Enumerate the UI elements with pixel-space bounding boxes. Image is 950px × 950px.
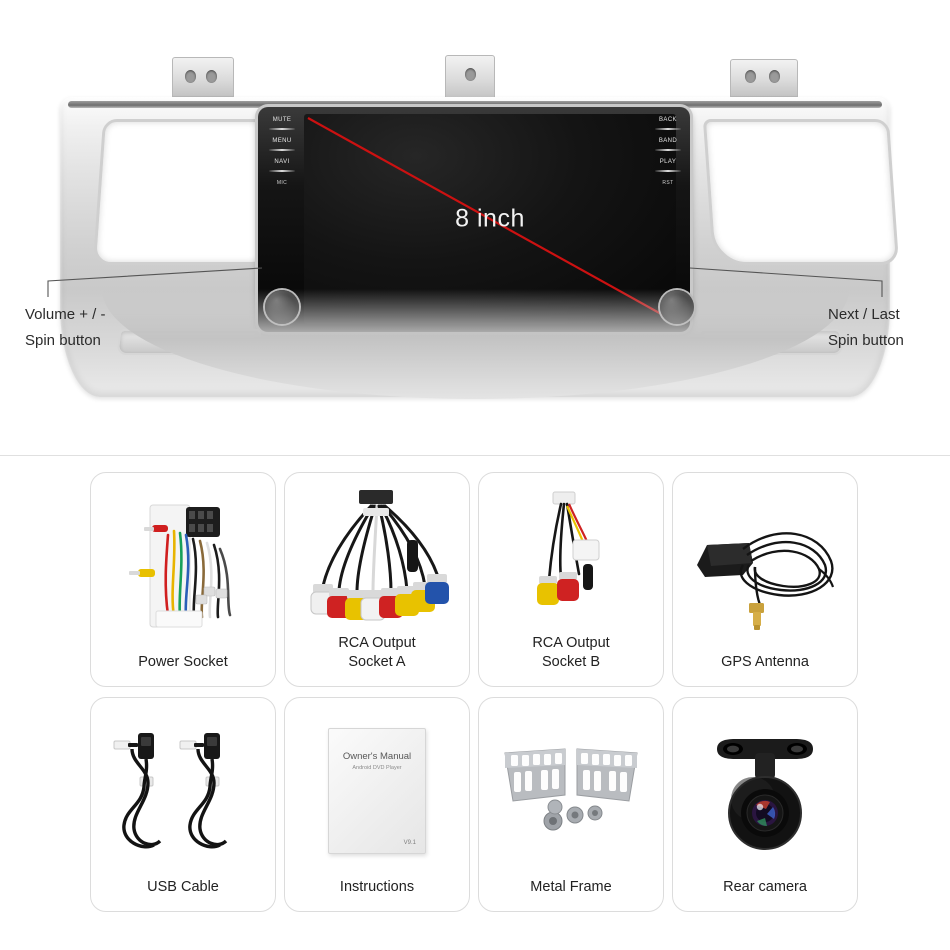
hardkey-column-left: MUTE MENU NAVI MIC (264, 117, 300, 188)
accessory-label: Power Socket (138, 654, 228, 670)
mount-hole (185, 70, 196, 83)
hardkey-band[interactable]: BAND (658, 138, 678, 144)
callout-volume: Volume + / - Spin button (25, 302, 105, 354)
accessory-card-usb-cable[interactable]: USB Cable (90, 697, 276, 912)
fascia-opening-right (702, 119, 900, 265)
screen-size-label: 8 inch (455, 204, 525, 233)
power-socket-image (91, 473, 275, 653)
metal-frame-image (479, 698, 663, 878)
gps-antenna-image (673, 473, 857, 653)
fascia-pocket-right (698, 329, 844, 355)
accessory-label: GPS Antenna (721, 654, 809, 670)
accessory-card-instructions[interactable]: Owner's Manual Android DVD Player V9.1 I… (284, 697, 470, 912)
rca-socket-b-image (479, 473, 663, 634)
fascia-chrome-strip (68, 101, 882, 108)
manual-subtitle: Android DVD Player (352, 765, 402, 771)
accessory-card-rear-camera[interactable]: Rear camera (672, 697, 858, 912)
callout-volume-line2: Spin button (25, 332, 101, 349)
hardkey-navi[interactable]: NAVI (274, 159, 290, 165)
accessory-card-rca-socket-a[interactable]: RCA Output Socket A (284, 472, 470, 687)
mount-hole (745, 70, 756, 83)
mount-hole (206, 70, 217, 83)
accessory-label: Instructions (339, 879, 415, 895)
mount-hole (465, 68, 476, 81)
fascia-pocket-left (116, 329, 262, 355)
mounting-screws (543, 799, 603, 831)
next-last-spin-knob[interactable] (660, 290, 694, 324)
hardkey-divider (269, 128, 295, 130)
hardkey-play[interactable]: PLAY (659, 159, 677, 165)
rca-socket-a-image (285, 473, 469, 634)
accessory-card-gps-antenna[interactable]: GPS Antenna (672, 472, 858, 687)
hardkey-back[interactable]: BACK (659, 117, 677, 123)
hardkey-menu[interactable]: MENU (272, 138, 292, 144)
manual-cover: Owner's Manual Android DVD Player V9.1 (328, 728, 426, 854)
hardkey-divider (655, 149, 681, 151)
accessory-card-metal-frame[interactable]: Metal Frame (478, 697, 664, 912)
car-stereo-head-unit: MUTE MENU NAVI MIC 8 inch (60, 55, 900, 410)
diagonal-measure-line (307, 117, 673, 321)
callout-next-last: Next / Last Spin button (828, 302, 904, 354)
accessory-label: Rear camera (723, 879, 807, 895)
hardkey-reset[interactable]: RST (662, 180, 674, 186)
mount-tab-right (730, 59, 798, 97)
callout-next-last-line2: Spin button (828, 332, 904, 349)
instructions-manual-image: Owner's Manual Android DVD Player V9.1 (285, 698, 469, 878)
manual-version: V9.1 (403, 840, 416, 846)
mount-tab-left (172, 57, 234, 97)
product-hero-panel: MUTE MENU NAVI MIC 8 inch (0, 0, 950, 455)
hardkey-mute[interactable]: MUTE (272, 117, 292, 123)
hardkey-mic[interactable]: MIC (276, 180, 288, 186)
section-divider (0, 455, 950, 456)
hardkey-divider (655, 170, 681, 172)
manual-title: Owner's Manual (342, 751, 412, 762)
usb-cable-image (91, 698, 275, 878)
accessory-label: USB Cable (147, 879, 219, 895)
mount-tab-center (445, 55, 495, 99)
rear-camera-image (673, 698, 857, 878)
hardkey-divider (655, 128, 681, 130)
touchscreen-display[interactable]: 8 inch (304, 114, 676, 324)
hardkey-column-right: BACK BAND PLAY RST (650, 117, 686, 188)
hardkey-divider (269, 170, 295, 172)
hardkey-divider (269, 149, 295, 151)
accessory-label: RCA Output Socket A (338, 635, 416, 670)
accessory-grid: Power Socket (0, 462, 950, 950)
mount-hole (769, 70, 780, 83)
accessory-label: Metal Frame (530, 879, 612, 895)
volume-spin-knob[interactable] (265, 290, 299, 324)
accessory-label: RCA Output Socket B (532, 635, 610, 670)
callout-next-last-line1: Next / Last (828, 306, 900, 323)
screen-bezel: MUTE MENU NAVI MIC 8 inch (258, 107, 690, 332)
callout-volume-line1: Volume + / - (25, 306, 106, 323)
dash-fascia-panel: MUTE MENU NAVI MIC 8 inch (60, 97, 900, 399)
accessory-card-rca-socket-b[interactable]: RCA Output Socket B (478, 472, 664, 687)
accessory-card-power-socket[interactable]: Power Socket (90, 472, 276, 687)
